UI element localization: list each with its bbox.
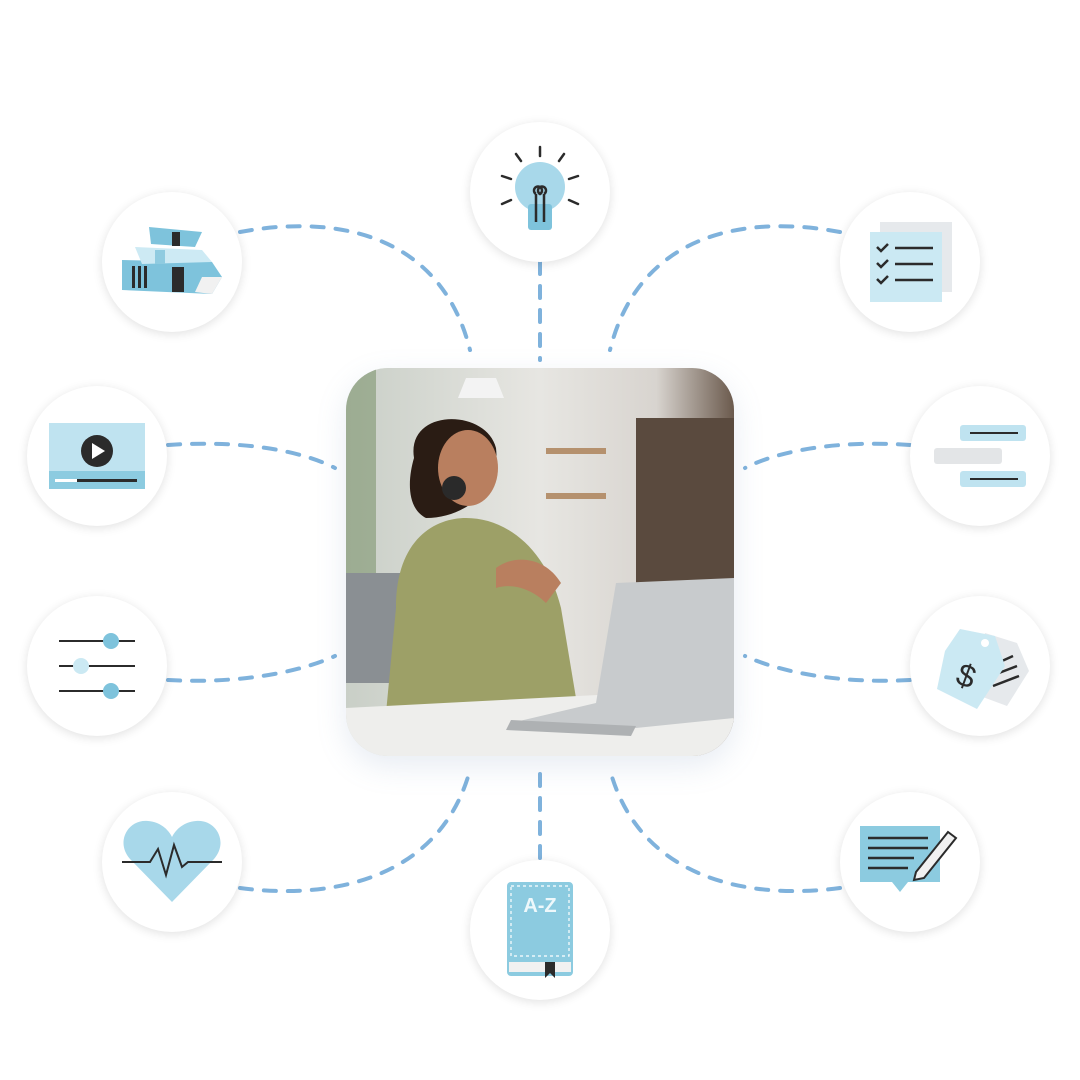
connector-notes: [608, 768, 842, 894]
health-node[interactable]: [102, 792, 242, 932]
laptop: [511, 578, 734, 728]
checklist-node[interactable]: [840, 192, 980, 332]
notes-node[interactable]: [840, 792, 980, 932]
stack-of-books-icon: [122, 227, 222, 294]
video-node[interactable]: [27, 386, 167, 526]
connector-books: [238, 224, 472, 352]
text-blocks-node[interactable]: [910, 386, 1050, 526]
heart-pulse-icon: [122, 820, 222, 902]
settings-node[interactable]: [27, 596, 167, 736]
text-blocks-icon: [934, 425, 1026, 487]
video-player-icon: [49, 423, 145, 489]
glossary-node[interactable]: A-Z: [470, 860, 610, 1000]
connector-health: [238, 768, 472, 894]
price-tags-icon: $: [937, 629, 1029, 709]
pricing-node[interactable]: $: [910, 596, 1050, 736]
connector-checklist: [608, 224, 842, 352]
lightbulb-icon: [500, 145, 580, 230]
pencil: [912, 830, 958, 882]
connector-pricing: [743, 654, 912, 683]
connector-video: [166, 441, 337, 470]
connector-text: [743, 441, 912, 470]
books-node[interactable]: [102, 192, 242, 332]
note-with-pencil-icon: [860, 826, 958, 892]
center-photo: [346, 368, 734, 756]
connector-settings: [166, 654, 337, 683]
glossary-book-icon: A-Z: [507, 882, 573, 978]
checklist-icon: [870, 222, 952, 302]
sliders-icon: [59, 633, 135, 699]
glossary-label: A-Z: [523, 895, 556, 917]
idea-node[interactable]: [470, 122, 610, 262]
